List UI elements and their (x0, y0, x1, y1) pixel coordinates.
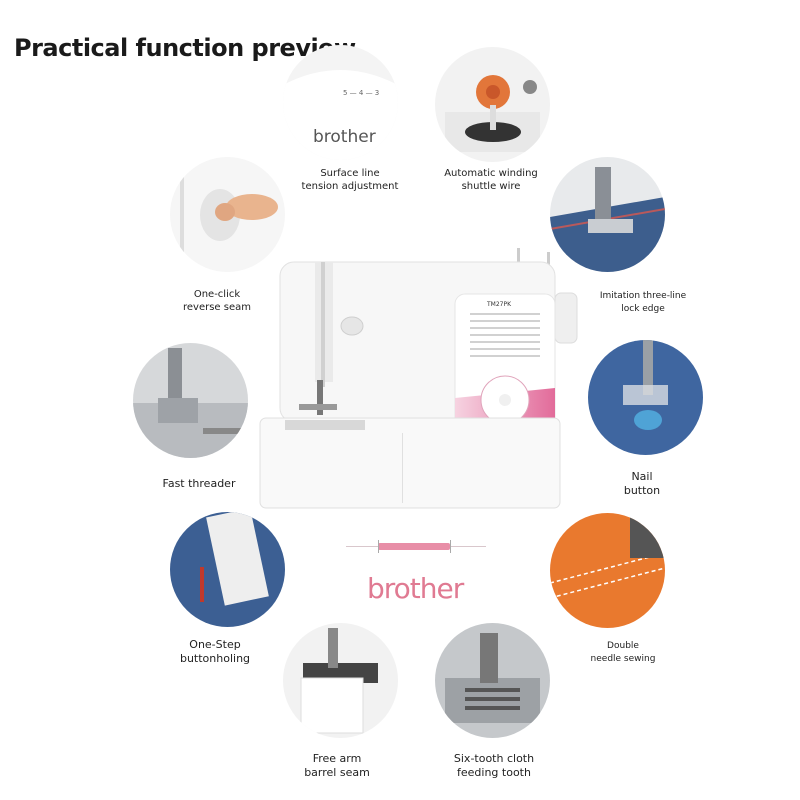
brand-logo: brother (367, 572, 464, 605)
page-title: Practical function preview (14, 34, 356, 62)
caption-fast-threader: Fast threader (162, 477, 236, 490)
divider-tick (450, 540, 451, 553)
sewing-machine-image: TM27PK (255, 248, 580, 513)
bobbin-winder-photo (435, 47, 550, 162)
button-sewing-photo (588, 340, 703, 455)
divider-tick (378, 540, 379, 553)
buttonhole-photo (170, 512, 285, 627)
feed-dog-photo (435, 623, 550, 738)
double-needle-photo (550, 513, 665, 628)
threader-photo (133, 343, 248, 458)
free-arm-photo (283, 623, 398, 738)
tension-dial-photo: 5 — 4 — 3 brother (283, 45, 398, 160)
machine-model: TM27PK (486, 301, 512, 308)
reverse-button-photo (170, 157, 285, 272)
dial-numbers: 5 — 4 — 3 (343, 89, 379, 97)
divider-accent (378, 543, 450, 550)
lock-edge-photo (550, 157, 665, 272)
dial-brand: brother (313, 127, 376, 147)
